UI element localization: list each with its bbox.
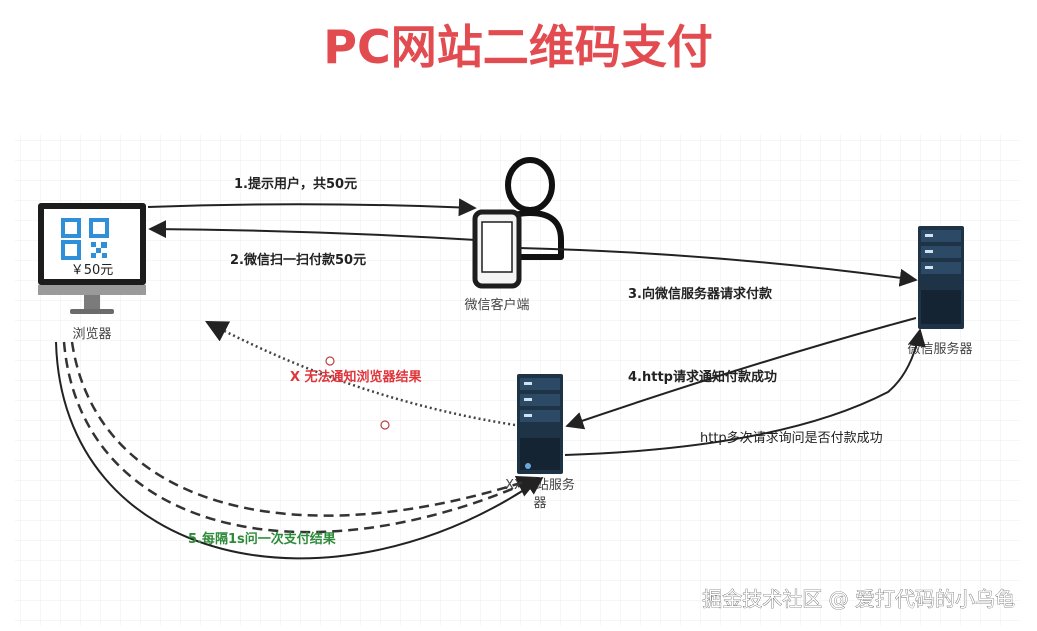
edge-2-scan-pay — [148, 220, 477, 241]
edge-5-label: 5.每隔1s问一次支付结果 — [188, 531, 336, 547]
edge-http-polling — [564, 328, 926, 456]
site-server-label-line2: 器 — [533, 496, 546, 511]
edge-3-request-payment — [518, 247, 918, 287]
edge-1-label: 1.提示用户，共50元 — [234, 176, 357, 192]
edge-4-label: 4.http请求通知付款成功 — [628, 369, 777, 385]
edge-4-notify-success — [565, 317, 917, 430]
edge-1-prompt-user — [147, 198, 477, 217]
no-notify-handle-bottom — [380, 420, 390, 430]
edge-no-notify-label: X 无法通知浏览器结果 — [290, 369, 422, 385]
no-notify-handle-top — [325, 356, 335, 366]
edge-no-notify — [205, 320, 516, 427]
phone-icon — [472, 209, 522, 289]
edge-http-polling-label: http多次请求询问是否付款成功 — [700, 430, 883, 446]
qr-code-icon — [61, 218, 109, 260]
wechat-client-label: 微信客户端 — [464, 297, 529, 313]
site-server-node — [517, 374, 563, 474]
browser-screen-price: ￥50元 — [71, 263, 114, 278]
wechat-server-node — [918, 226, 964, 329]
browser-node: ￥50元 — [38, 203, 146, 314]
edge-3-label: 3.向微信服务器请求付款 — [628, 286, 773, 302]
edge-5-poll-curve-3 — [55, 341, 544, 560]
diagram-title: PC网站二维码支付 — [323, 20, 712, 74]
browser-label: 浏览器 — [72, 326, 111, 342]
edge-2-label: 2.微信扫一扫付款50元 — [230, 252, 366, 268]
edge-5-poll-curve-2 — [70, 341, 537, 517]
watermark: 掘金技术社区 @ 爱打代码的小乌龟 — [702, 587, 1015, 611]
